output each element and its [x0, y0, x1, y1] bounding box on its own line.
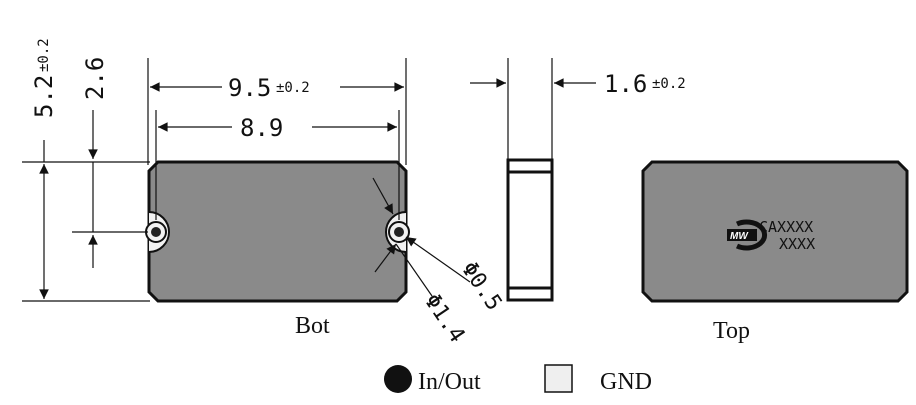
height-total-value: 5.2: [30, 75, 58, 118]
dim-height-total: 5.2 ±0.2: [30, 38, 58, 299]
height-half-value: 2.6: [81, 57, 109, 100]
legend-gnd-label: GND: [600, 369, 652, 395]
width-inner-value: 8.9: [240, 114, 283, 142]
thickness-tol: ±0.2: [652, 76, 686, 92]
height-total-tol: ±0.2: [36, 38, 52, 72]
legend-io-label: In/Out: [418, 369, 481, 395]
dim-width-inner: 8.9: [158, 114, 397, 142]
top-view: MW CAXXXX XXXX: [641, 160, 909, 303]
bottom-view: [145, 160, 410, 303]
extension-lines: [22, 58, 407, 302]
thickness-value: 1.6: [604, 70, 647, 98]
width-total-tol: ±0.2: [276, 80, 310, 96]
bottom-body: [147, 160, 408, 303]
logo: MW: [727, 219, 768, 251]
bottom-view-label: Bot: [295, 313, 330, 339]
io-dot-icon: [384, 365, 412, 393]
side-view: [506, 58, 554, 302]
top-view-label: Top: [713, 318, 750, 344]
gnd-square-icon: [544, 364, 573, 393]
hole-inner-label: Φ0.5: [456, 257, 506, 315]
right-pad: [385, 211, 410, 253]
logo-text: MW: [730, 231, 749, 242]
width-total-value: 9.5: [228, 74, 271, 102]
legend: In/Out GND: [384, 364, 652, 395]
top-body: [641, 160, 909, 303]
dim-thickness: 1.6 ±0.2: [470, 70, 686, 98]
marking-line1: CAXXXX: [759, 218, 813, 236]
hole-outer-label: Φ1.4: [419, 289, 469, 347]
dim-height-half: 2.6: [81, 57, 109, 268]
dim-width-total: 9.5 ±0.2: [150, 74, 404, 102]
marking-line2: XXXX: [779, 235, 815, 253]
